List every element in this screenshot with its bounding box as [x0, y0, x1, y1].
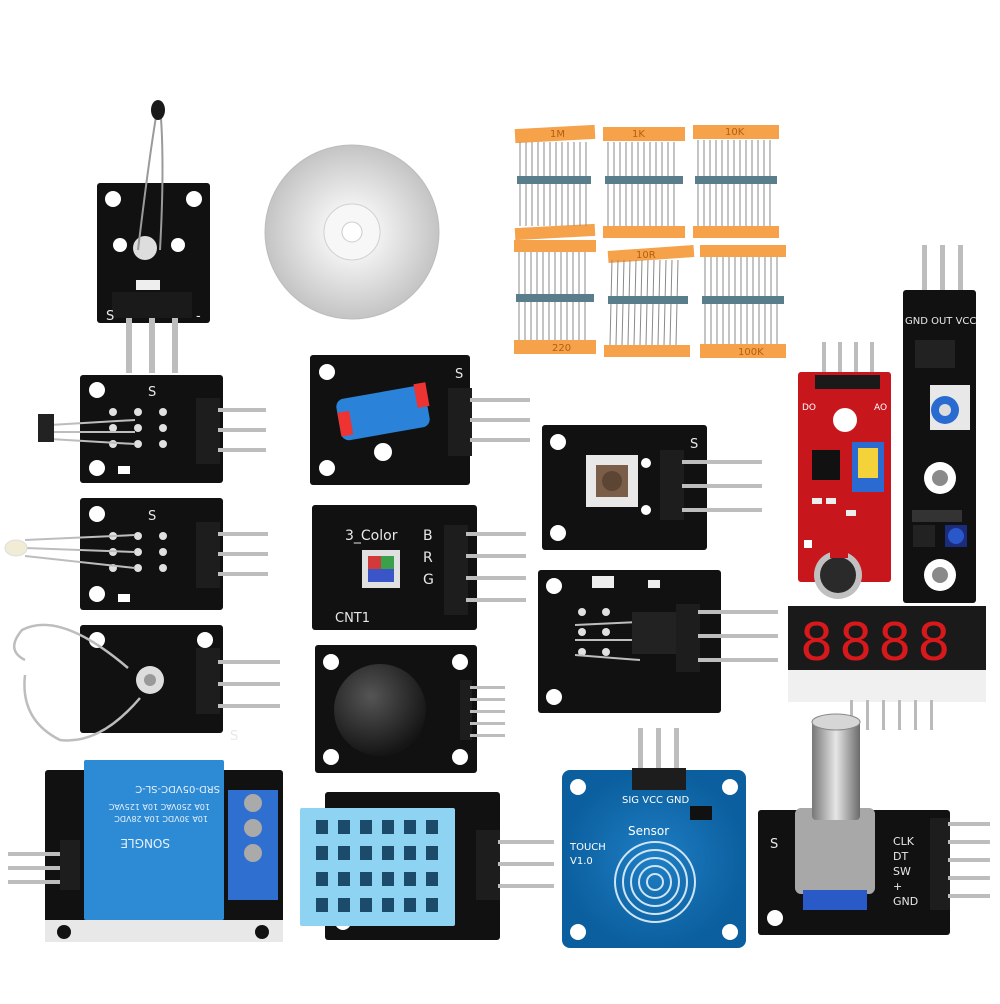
- touch-version: V1.0: [570, 856, 593, 867]
- touch-sensor-module: SIG VCC GND Sensor TOUCH V1.0: [562, 728, 746, 948]
- encoder-label-s: S: [770, 837, 778, 852]
- sound-sensor-module: DO AO: [798, 342, 891, 599]
- segment-digits: 8888: [800, 613, 956, 673]
- sound-label-do: DO: [802, 403, 816, 413]
- relay-rating-2: 10A 30VDC 10A 28VDC: [114, 814, 208, 823]
- resistor-label-1k: 1K: [632, 129, 645, 140]
- dht11-module: [300, 792, 554, 940]
- linefollow-pin-labels: GND OUT VCC: [905, 316, 976, 327]
- relay-model-text: SRD-05VDC-SL-C: [135, 783, 220, 794]
- resistor-packs: 1M 1K: [514, 124, 786, 358]
- rgb-led-module: 3_Color B R G CNT1: [312, 505, 526, 630]
- rgb-pin-g: G: [423, 572, 434, 588]
- reed-switch-module: S: [13, 623, 280, 744]
- rgb-pin-b: B: [423, 528, 433, 544]
- led-label-s: S: [148, 509, 156, 524]
- hall-sensor-module: S: [38, 375, 266, 483]
- thermistor-label-dash: -: [196, 309, 201, 324]
- resistor-label-220: 220: [552, 343, 571, 354]
- rotary-encoder-module: S CLK DT SW + GND: [758, 713, 990, 935]
- encoder-gnd: GND: [893, 895, 918, 908]
- resistor-pack-6: 100K: [700, 245, 786, 358]
- rgb-bottom-label: CNT1: [335, 611, 370, 626]
- touch-sensor-label: Sensor: [628, 824, 669, 838]
- rgb-pin-r: R: [423, 550, 433, 566]
- encoder-sw: SW: [893, 865, 911, 878]
- resistor-pack-3: 10K: [693, 125, 779, 238]
- led-module: S: [4, 498, 268, 610]
- resistor-pack-5: 10R: [604, 245, 695, 357]
- resistor-pack-2: 1K: [603, 127, 685, 238]
- rgb-label: 3_Color: [345, 528, 398, 544]
- relay-brand: SONGLE: [120, 836, 170, 850]
- sound-label-ao: AO: [874, 403, 887, 413]
- thermistor-label-s: S: [106, 309, 114, 324]
- thermistor-module: S -: [97, 100, 210, 373]
- resistor-label-1m: 1M: [550, 129, 565, 140]
- resistor-label-10k: 10K: [725, 127, 745, 138]
- hall-label-s: S: [148, 385, 156, 400]
- seven-segment-display: 8888: [788, 606, 986, 730]
- reed-label-s: S: [230, 729, 238, 744]
- line-tracking-module: GND OUT VCC: [903, 245, 976, 603]
- push-button-module: S: [542, 425, 762, 550]
- joystick-module: [315, 645, 505, 773]
- tilt-switch-module: S: [310, 355, 530, 485]
- encoder-clk: CLK: [893, 835, 915, 848]
- temperature-sensor-module: [538, 570, 778, 713]
- cd-disc: [264, 144, 440, 320]
- touch-pin-labels: SIG VCC GND: [622, 795, 689, 806]
- resistor-label-10r: 10R: [636, 250, 656, 261]
- relay-module: SRD-05VDC-SL-C 10A 250VAC 10A 125VAC 10A…: [8, 760, 283, 942]
- resistor-pack-4: 220: [514, 240, 596, 354]
- encoder-plus: +: [893, 880, 902, 893]
- button-label-s: S: [690, 437, 698, 452]
- relay-rating-1: 10A 250VAC 10A 125VAC: [108, 802, 210, 811]
- resistor-label-100k: 100K: [738, 347, 764, 358]
- resistor-pack-1: 1M: [514, 124, 596, 241]
- encoder-dt: DT: [893, 850, 908, 863]
- tilt-label-s: S: [455, 367, 463, 382]
- touch-word: TOUCH: [569, 842, 606, 853]
